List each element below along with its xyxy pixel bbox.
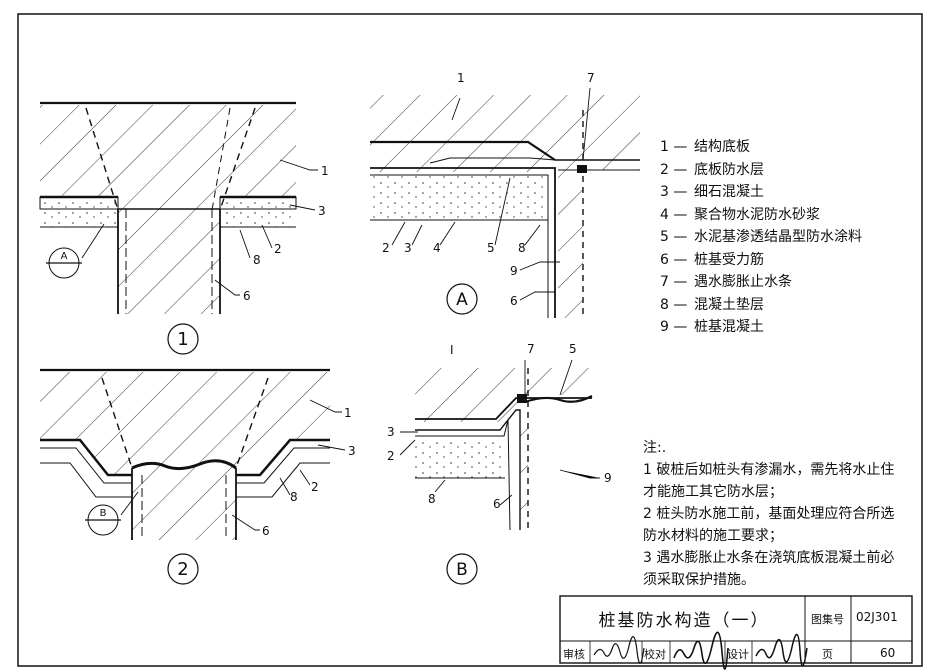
notes: 注:. 1 破桩后如桩头有渗漏水，需先将水止住才能施工其它防水层； 2 桩头防水… [643, 437, 905, 591]
callout-a-1: 1 [457, 71, 465, 85]
detail-1-label: 1 [177, 329, 188, 350]
legend-item: 4 — 聚合物水泥防水砂浆 [660, 204, 862, 227]
drawing-title: 桩基防水构造（一） [598, 611, 770, 631]
legend-text: 混凝土垫层 [694, 296, 764, 313]
callout-d1-6: 6 [243, 289, 251, 303]
check-label: 校对 [644, 648, 666, 661]
callout-a-2: 2 [382, 241, 390, 255]
atlas-label: 图集号 [811, 613, 844, 626]
legend-item: 7 — 遇水膨胀止水条 [660, 271, 862, 294]
legend-number: 9 — [660, 319, 688, 335]
legend-number: 6 — [660, 251, 688, 268]
legend-item: 8 — 混凝土垫层 [660, 294, 862, 317]
signature-design [755, 633, 808, 667]
callout-a-4: 4 [433, 241, 441, 255]
callout-b-8: 8 [428, 492, 436, 506]
legend-item: 5 — 水泥基渗透结晶型防水涂料 [660, 226, 862, 249]
note-item: 2 桩头防水施工前，基面处理应符合所选防水材料的施工要求； [643, 506, 895, 544]
design-label: 设计 [727, 648, 749, 661]
detail-b-drawing [399, 359, 600, 531]
legend-text: 桩基混凝土 [694, 319, 764, 335]
legend: 1 — 结构底板 2 — 底板防水层 3 — 细石混凝土 4 — 聚合物水泥防水砂浆 5… [660, 136, 862, 339]
callout-b-i: I [450, 343, 454, 357]
signature-check [673, 631, 729, 670]
detail-2-label: 2 [177, 559, 188, 580]
legend-number: 2 — [660, 161, 688, 178]
legend-number: 1 — [660, 139, 688, 155]
callout-b-3: 3 [387, 425, 395, 439]
legend-number: 3 — [660, 184, 688, 200]
callout-d2-2: 2 [311, 480, 319, 494]
legend-number: 5 — [660, 229, 688, 245]
callout-b-6: 6 [493, 497, 501, 511]
callout-a-6: 6 [510, 294, 518, 308]
callout-d2-6: 6 [262, 524, 270, 538]
legend-item: 6 — 桩基受力筋 [660, 249, 862, 272]
legend-text: 聚合物水泥防水砂浆 [694, 206, 820, 223]
note-item: 1 破桩后如桩头有渗漏水，需先将水止住才能施工其它防水层； [643, 462, 895, 500]
legend-text: 细石混凝土 [694, 184, 764, 200]
callout-a-3: 3 [404, 241, 412, 255]
title-block: 桩基防水构造（一） 图集号 02J301 审核 校对 设计 页 60 [560, 596, 912, 663]
legend-item: 9 — 桩基混凝土 [660, 316, 862, 339]
callout-a-7: 7 [587, 71, 595, 85]
detail-a-label: A [456, 290, 468, 310]
notes-heading: 注:. [643, 440, 667, 456]
callout-b-5: 5 [569, 342, 577, 356]
legend-item: 3 — 细石混凝土 [660, 181, 862, 204]
atlas-number: 02J301 [856, 610, 898, 624]
title-block-frame [559, 595, 913, 664]
legend-item: 1 — 结构底板 [660, 136, 862, 159]
detail-a-drawing [370, 87, 640, 318]
callout-a-8: 8 [518, 241, 526, 255]
legend-item: 2 — 底板防水层 [660, 159, 862, 182]
section-ref-b: B [100, 508, 107, 519]
legend-text: 水泥基渗透结晶型防水涂料 [694, 229, 862, 245]
callout-b-9: 9 [604, 471, 612, 485]
page-number: 60 [880, 646, 896, 660]
legend-number: 7 — [660, 274, 688, 290]
callout-d2-8: 8 [290, 490, 298, 504]
detail-2-drawing [40, 368, 346, 540]
page-label: 页 [822, 648, 833, 661]
legend-text: 底板防水层 [694, 161, 764, 178]
detail-b-label: B [456, 560, 468, 580]
section-ref-a: A [61, 251, 68, 262]
legend-text: 遇水膨胀止水条 [694, 274, 792, 290]
callout-a-9: 9 [510, 264, 518, 278]
callout-a-5: 5 [487, 241, 495, 255]
note-item: 3 遇水膨胀止水条在浇筑底板混凝土前必须采取保护措施。 [643, 550, 895, 588]
sheet-border [17, 13, 923, 667]
callout-d2-3: 3 [348, 444, 356, 458]
signature-review [593, 636, 645, 664]
callout-b-2: 2 [387, 449, 395, 463]
legend-text: 结构底板 [694, 139, 750, 155]
callout-d1-8: 8 [253, 253, 261, 267]
legend-number: 8 — [660, 296, 688, 313]
legend-text: 桩基受力筋 [694, 251, 764, 268]
callout-b-7: 7 [527, 342, 535, 356]
callout-d1-1: 1 [321, 164, 329, 178]
review-label: 审核 [563, 648, 585, 661]
callout-d1-3: 3 [318, 204, 326, 218]
callout-d2-1: 1 [344, 406, 352, 420]
legend-number: 4 — [660, 206, 688, 223]
detail-1-drawing [39, 101, 318, 314]
callout-d1-2: 2 [274, 242, 282, 256]
